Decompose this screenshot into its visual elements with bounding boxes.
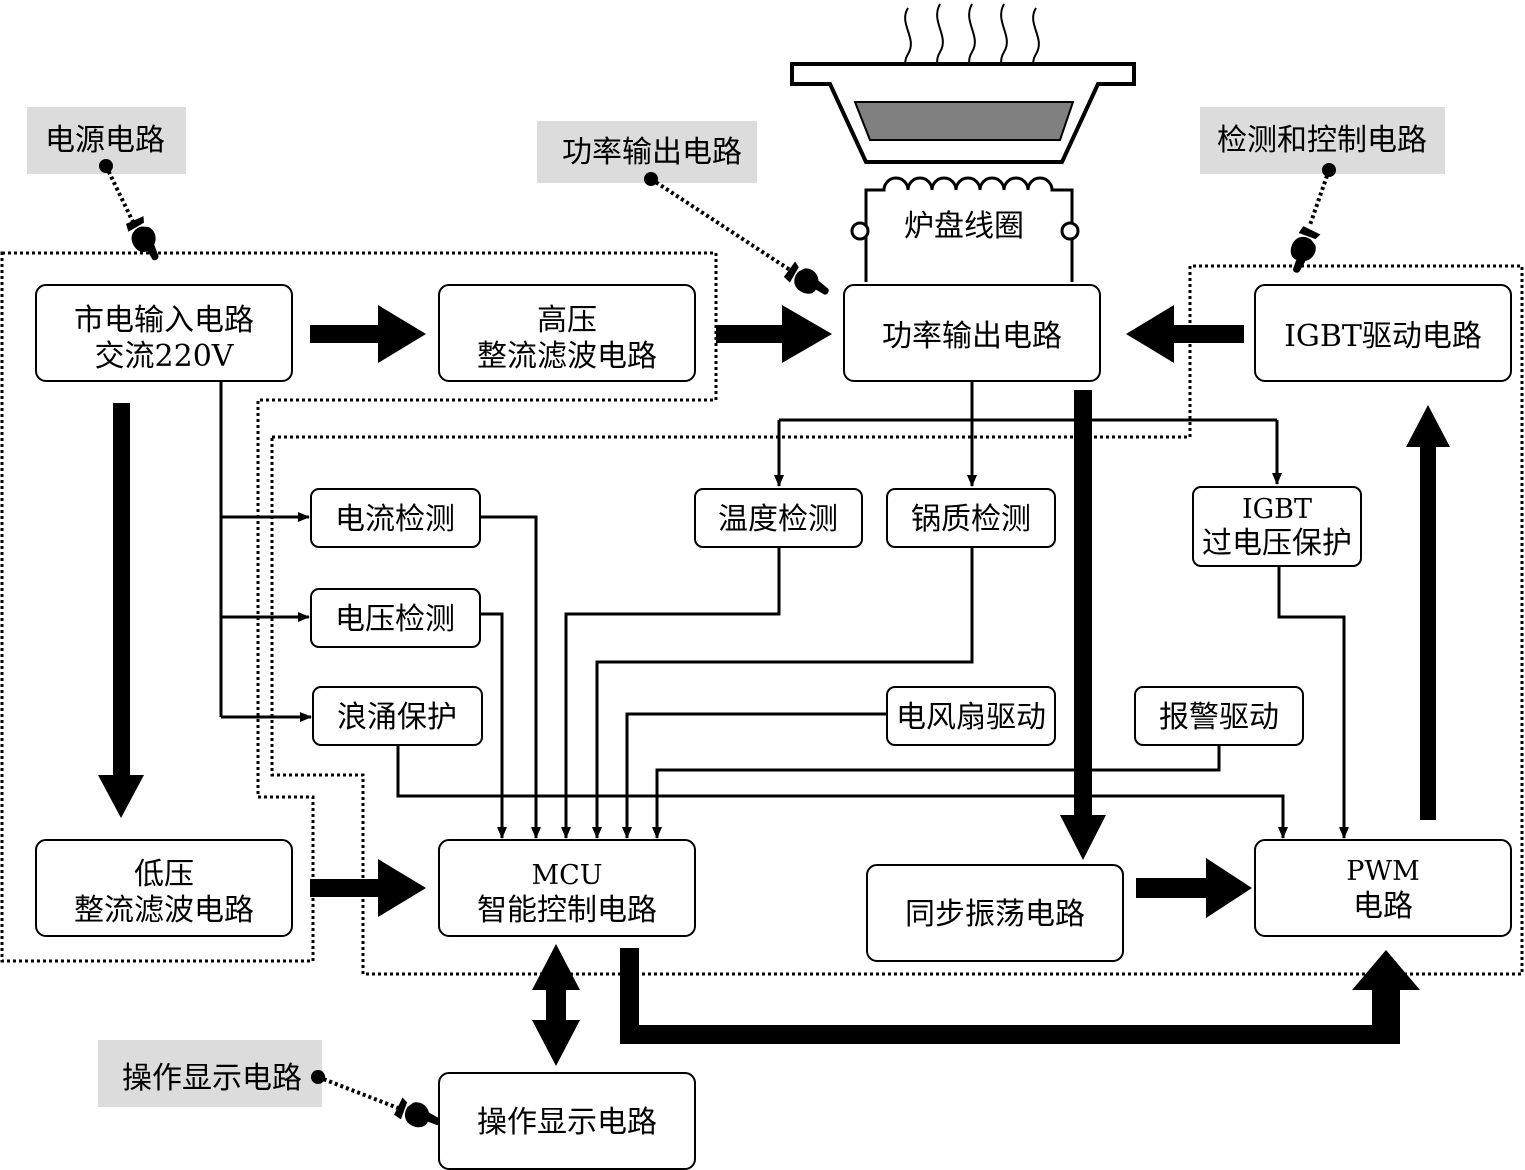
pwm-label-1: PWM xyxy=(1346,856,1420,887)
hv-rectifier-label-2: 整流滤波电路 xyxy=(477,339,657,374)
current-detect-label: 电流检测 xyxy=(335,502,455,537)
fan-driver-label: 电风扇驱动 xyxy=(896,700,1046,735)
hv-rectifier-label-1: 高压 xyxy=(537,303,597,338)
hv-rectifier-box xyxy=(438,284,696,382)
voltage-detect-label: 电压检测 xyxy=(335,602,455,637)
power-supply-region xyxy=(0,251,718,963)
mcu-box xyxy=(438,839,696,937)
power-flow-arrows xyxy=(98,305,1450,1066)
surge-protect-label: 浪涌保护 xyxy=(337,700,457,735)
pot-detect-box xyxy=(886,488,1056,548)
igbt-ovp-label-1: IGBT xyxy=(1242,494,1312,525)
callout-operation-display: 操作显示电路 xyxy=(122,1061,302,1096)
temp-detect-label: 温度检测 xyxy=(718,502,838,537)
signal-lines xyxy=(219,382,1349,839)
power-output-label: 功率输出电路 xyxy=(882,319,1062,354)
callout-power-supply: 电源电路 xyxy=(45,123,165,158)
igbt-driver-label: IGBT驱动电路 xyxy=(1284,319,1482,354)
alarm-driver-label: 报警驱动 xyxy=(1159,700,1279,735)
mains-input-label-1: 市电输入电路 xyxy=(74,303,254,338)
pwm-box xyxy=(1254,839,1512,937)
op-display-box xyxy=(438,1072,696,1170)
power-output-box xyxy=(843,284,1101,382)
sync-osc-label: 同步振荡电路 xyxy=(905,897,1085,932)
mains-input-label-2: 交流220V xyxy=(95,339,235,374)
pot-detect-label: 锅质检测 xyxy=(911,502,1031,537)
coil-label: 炉盘线圈 xyxy=(904,209,1024,244)
lv-rectifier-label-1: 低压 xyxy=(134,857,194,892)
detect-control-region xyxy=(270,264,1524,976)
callout-detect-control: 检测和控制电路 xyxy=(1217,123,1427,158)
igbt-driver-box xyxy=(1254,284,1512,382)
igbt-ovp-label-2: 过电压保护 xyxy=(1202,526,1352,561)
igbt-ovp-box xyxy=(1192,486,1362,567)
mcu-label-2: 智能控制电路 xyxy=(477,893,657,928)
voltage-detect-box xyxy=(310,588,481,648)
fan-driver-box xyxy=(886,686,1056,746)
alarm-driver-box xyxy=(1134,686,1304,746)
coil-illustration xyxy=(850,176,1080,282)
callout-leaders xyxy=(99,159,1336,1135)
surge-protect-box xyxy=(312,686,483,746)
lv-rectifier-box xyxy=(35,839,293,937)
pot-illustration xyxy=(790,3,1136,164)
temp-detect-box xyxy=(694,488,863,548)
pwm-label-2: 电路 xyxy=(1353,889,1413,924)
sync-osc-box xyxy=(866,864,1124,962)
callout-power-output: 功率输出电路 xyxy=(562,135,742,170)
op-display-label: 操作显示电路 xyxy=(477,1105,657,1140)
mains-input-box xyxy=(35,284,293,382)
lv-rectifier-label-2: 整流滤波电路 xyxy=(74,893,254,928)
mcu-label-1: MCU xyxy=(531,860,602,891)
